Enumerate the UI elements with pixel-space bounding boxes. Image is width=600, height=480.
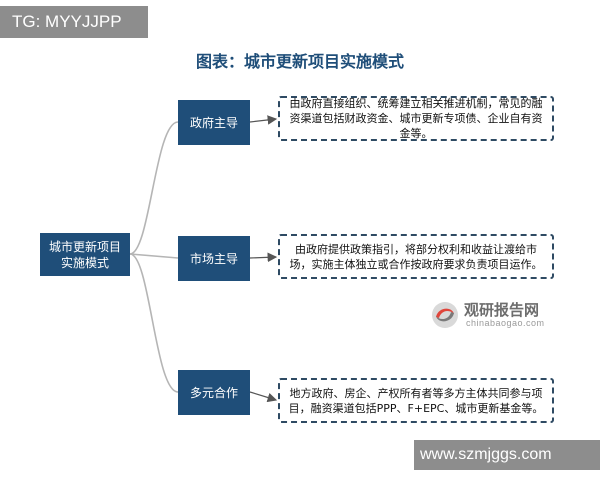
arrow-market (249, 252, 278, 263)
logo-url: chinabaogao.com (466, 318, 545, 328)
mode-label-government-led: 政府主导 (189, 115, 238, 130)
mode-node-market-led: 市场主导 (178, 236, 250, 281)
source-tag: TG: MYYJJPP (0, 6, 148, 38)
root-node: 城市更新项目实施模式 (40, 233, 130, 276)
mode-node-multi-party: 多元合作 (178, 370, 250, 415)
arrow-multi (249, 391, 278, 403)
arrow-gov (249, 115, 278, 125)
mode-node-government-led: 政府主导 (178, 100, 250, 145)
desc-box-government-led: 由政府直接组织、统筹建立相关推进机制，常见的融资渠道包括财政资金、城市更新专项债… (278, 96, 554, 141)
root-node-label: 城市更新项目实施模式 (48, 239, 121, 270)
desc-box-multi-party: 地方政府、房企、产权所有者等多方主体共同参与项目，融资渠道包括PPP、F+EPC… (278, 378, 554, 423)
connector-to-market (129, 253, 179, 259)
connector-to-gov (129, 121, 179, 255)
mode-label-multi-party: 多元合作 (189, 385, 238, 400)
mode-label-market-led: 市场主导 (189, 251, 238, 266)
desc-text-multi-party: 地方政府、房企、产权所有者等多方主体共同参与项目，融资渠道包括PPP、F+EPC… (288, 386, 544, 415)
connector-to-multi (129, 253, 179, 393)
desc-text-government-led: 由政府直接组织、统筹建立相关推进机制，常见的融资渠道包括财政资金、城市更新专项债… (289, 97, 543, 140)
desc-box-market-led: 由政府提供政策指引，将部分权利和收益让渡给市场，实施主体独立或合作按政府要求负责… (278, 234, 554, 279)
brand-logo: 观研报告网 chinabaogao.com (430, 298, 570, 334)
chart-title: 图表：城市更新项目实施模式 (195, 52, 404, 71)
logo-name: 观研报告网 (464, 301, 540, 319)
watermark-url: www.szmjggs.com (414, 440, 600, 470)
logo-swirl-icon (432, 302, 458, 328)
desc-text-market-led: 由政府提供政策指引，将部分权利和收益让渡给市场，实施主体独立或合作按政府要求负责… (289, 242, 543, 271)
